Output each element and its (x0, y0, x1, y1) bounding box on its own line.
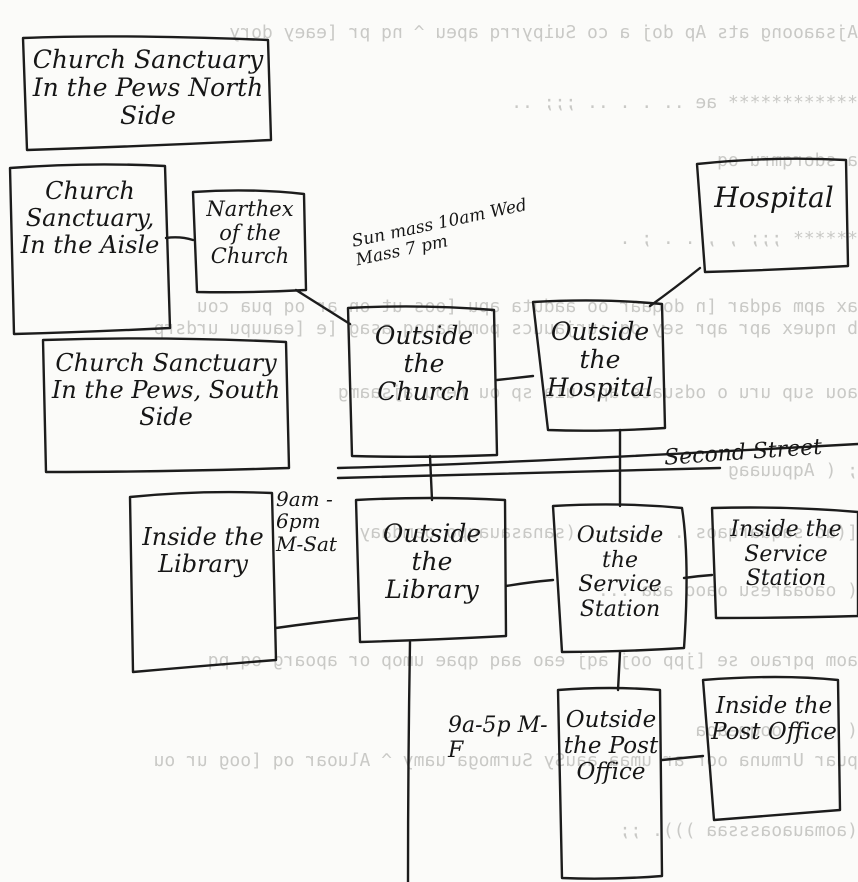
box-pews-north (21, 35, 273, 152)
link-church-hospital-street (495, 374, 535, 382)
box-aisle (8, 163, 172, 336)
box-inside-post-office (701, 675, 842, 822)
room-aisle-label: Church Sanctuary, In the Aisle (20, 177, 160, 259)
room-hospital-label: Hospital (714, 181, 834, 214)
link-post-inside (660, 754, 705, 762)
post-office-hours-note: 9a-5p M-F (448, 713, 548, 763)
link-narthex-outside-church (294, 288, 352, 326)
second-street-line-1 (336, 442, 858, 470)
link-aisle-narthex (164, 236, 195, 242)
room-outside-post-office-label: Outside the Post Office (563, 707, 659, 785)
second-street-line-2 (336, 466, 722, 480)
room-pews-north-label: Church Sanctuary In the Pews North Side (32, 45, 264, 130)
room-inside-service-station-label: Inside the Service Station (730, 517, 842, 592)
box-outside-library (354, 496, 508, 644)
link-library-inside (274, 616, 360, 630)
room-outside-hospital-label: Outside the Hospital (546, 317, 654, 402)
room-pews-south-label: Church Sanctuary In the Pews, South Side (51, 349, 281, 431)
room-narthex-label: Narthex of the Church (206, 197, 294, 269)
road-down (406, 640, 412, 882)
link-service-post (616, 650, 622, 692)
room-outside-church-label: Outside the Church (374, 321, 474, 406)
room-inside-post-office-label: Inside the Post Office (711, 693, 837, 745)
box-inside-service-station (710, 506, 858, 620)
room-outside-service-station-label: Outside the Service Station (576, 523, 664, 622)
link-church-down (428, 454, 434, 502)
link-library-service (504, 578, 555, 588)
room-outside-library-label: Outside the Library (382, 519, 482, 604)
box-outside-post-office (556, 686, 664, 880)
library-hours-note: 9am - 6pm M-Sat (276, 487, 337, 556)
box-outside-hospital (531, 299, 667, 432)
box-pews-south (41, 337, 291, 474)
link-hospital-up (648, 266, 702, 308)
box-hospital (695, 157, 850, 274)
link-service-inside (682, 573, 714, 580)
box-inside-library (128, 490, 278, 674)
box-outside-church (346, 305, 499, 458)
room-inside-library-label: Inside the Library (142, 523, 264, 578)
box-narthex (191, 189, 308, 294)
